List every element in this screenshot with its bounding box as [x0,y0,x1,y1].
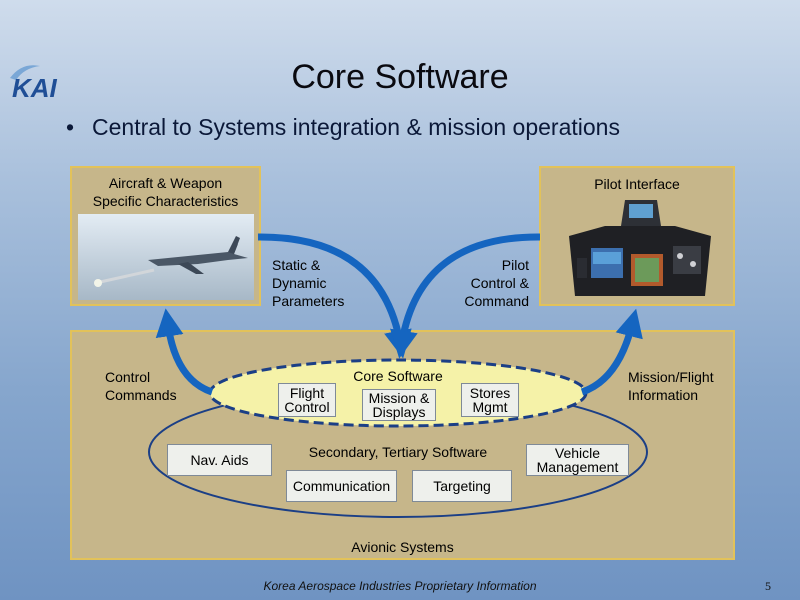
pilot-interface-box: Pilot Interface [539,166,735,306]
mission-label-line2: Information [628,387,699,403]
pilot-control-label: Pilot Control & Command [440,256,529,310]
control-commands-label: Control Commands [105,368,177,404]
avionics-label: Avionic Systems [351,539,454,555]
pilot-label-line3: Command [464,293,529,309]
control-label-line2: Commands [105,387,177,403]
pilot-label-line2: Control & [470,275,529,291]
footer-text: Korea Aerospace Industries Proprietary I… [263,579,537,593]
flight-control-box: Flight Control [278,383,336,417]
cockpit-image [565,196,715,302]
logo-text: KAI [12,73,58,100]
bullet-item: • Central to Systems integration & missio… [66,114,620,141]
targeting-box: Targeting [412,470,512,502]
aircraft-image [78,214,254,300]
vehicle-management-line1: Vehicle [554,445,601,461]
vehicle-management-box: Vehicle Management [526,444,629,476]
mission-flight-label: Mission/Flight Information [628,368,714,404]
stores-mgmt-line1: Stores [469,385,511,401]
aircraft-weapon-box: Aircraft & Weapon Specific Characteristi… [70,166,261,306]
pilot-label-line1: Pilot [501,257,529,273]
mission-displays-line2: Displays [372,404,426,420]
mission-label-line1: Mission/Flight [628,369,714,385]
stores-mgmt-line2: Mgmt [472,399,508,415]
communication-box: Communication [286,470,397,502]
secondary-software-label: Secondary, Tertiary Software [308,444,488,460]
bullet-text: Central to Systems integration & mission… [92,114,620,140]
slide-title: Core Software [291,58,509,96]
nav-aids-box: Nav. Aids [167,444,272,476]
bullet-dot: • [66,114,75,140]
aircraft-box-label: Aircraft & Weapon Specific Characteristi… [72,174,259,210]
static-label-line3: Parameters [272,293,345,309]
core-software-label: Core Software [353,368,443,384]
nav-aids-text: Nav. Aids [190,452,249,468]
page-number: 5 [765,579,771,593]
aircraft-label-line2: Specific Characteristics [92,193,239,209]
vehicle-management-line2: Management [536,459,619,475]
static-parameters-label: Static & Dynamic Parameters [272,256,344,310]
flight-control-line2: Control [284,399,330,415]
flight-control-line1: Flight [289,385,325,401]
pilot-box-label: Pilot Interface [594,176,680,192]
mission-displays-box: Mission & Displays [362,389,436,421]
static-label-line1: Static & [272,257,321,273]
mission-displays-line1: Mission & [368,390,430,406]
targeting-text: Targeting [433,478,491,494]
aircraft-label-line1: Aircraft & Weapon [108,175,223,191]
kai-logo: KAI [8,62,74,103]
stores-mgmt-box: Stores Mgmt [461,383,519,417]
control-label-line1: Control [105,369,151,385]
communication-text: Communication [292,478,391,494]
static-label-line2: Dynamic [272,275,327,291]
